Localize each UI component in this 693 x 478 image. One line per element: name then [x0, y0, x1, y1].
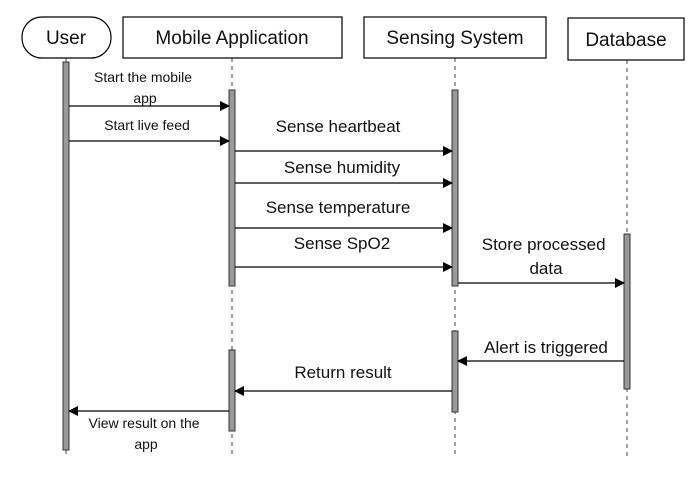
- svg-text:Start the mobile app: Start the mobile app: [94, 69, 196, 106]
- message-view-result-line1: View result on the: [89, 415, 200, 431]
- message-view-result: View result on the app: [68, 406, 229, 452]
- svg-text:View result on the app: View result on the app: [89, 415, 204, 452]
- message-store-data-line2: data: [529, 259, 563, 278]
- message-start-feed: Start live feed: [69, 117, 230, 146]
- message-sense-temperature-label: Sense temperature: [266, 198, 411, 217]
- message-alert: Alert is triggered: [457, 338, 624, 366]
- message-start-app: Start the mobile app: [69, 69, 230, 111]
- message-return-result-label: Return result: [294, 363, 392, 382]
- activation-database: [623, 233, 631, 390]
- message-store-data-line1: Store processed: [482, 235, 606, 254]
- participant-database: Database: [567, 17, 685, 61]
- participant-sensing-system: Sensing System: [363, 16, 547, 59]
- message-store-data: Store processed data: [458, 235, 625, 288]
- participant-user-label: User: [46, 28, 87, 49]
- message-view-result-line2: app: [134, 436, 158, 452]
- message-sense-humidity: Sense humidity: [235, 158, 453, 188]
- participant-sensing-system-label: Sensing System: [386, 28, 523, 49]
- participant-mobile-app: Mobile Application: [122, 16, 343, 59]
- message-sense-heartbeat-label: Sense heartbeat: [276, 117, 401, 136]
- activation-sensing-1: [451, 89, 459, 287]
- message-sense-spo2: Sense SpO2: [235, 234, 453, 272]
- participant-user: User: [21, 16, 112, 59]
- participant-mobile-app-label: Mobile Application: [155, 28, 308, 49]
- message-return-result: Return result: [234, 363, 452, 396]
- activation-mobile-app-2: [228, 349, 236, 432]
- message-sense-heartbeat: Sense heartbeat: [235, 117, 453, 156]
- message-sense-humidity-label: Sense humidity: [284, 158, 401, 177]
- message-start-feed-label: Start live feed: [104, 117, 190, 133]
- activation-sensing-2: [451, 330, 459, 413]
- message-start-app-line2: app: [133, 90, 157, 106]
- activation-mobile-app-1: [228, 89, 236, 287]
- message-sense-temperature: Sense temperature: [235, 198, 453, 233]
- activation-user: [62, 61, 70, 451]
- participant-database-label: Database: [585, 30, 666, 51]
- svg-text:Store processed data: Store processed data: [482, 235, 611, 278]
- message-start-app-line1: Start the mobile: [94, 69, 192, 85]
- message-alert-label: Alert is triggered: [484, 338, 608, 357]
- message-sense-spo2-label: Sense SpO2: [294, 234, 390, 253]
